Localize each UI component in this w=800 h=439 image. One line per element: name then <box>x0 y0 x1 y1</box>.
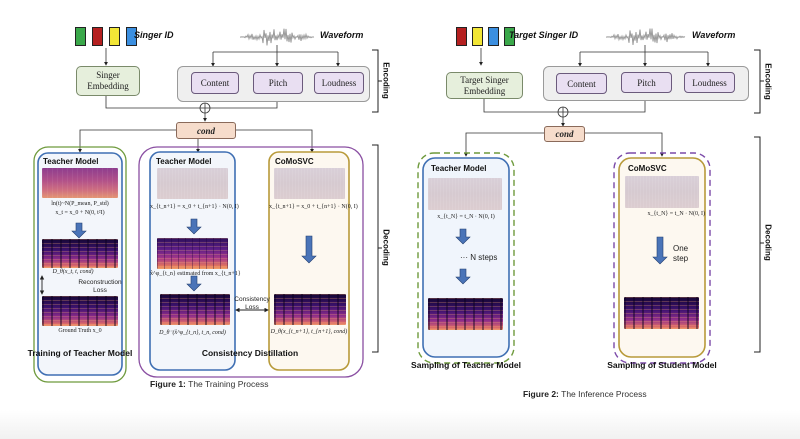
fig1-distill-teacher-formula-noise: x_{t_n+1} = x_0 + t_{n+1} · N(0, I) <box>150 204 239 210</box>
fig1-waveform-icon <box>240 28 315 46</box>
fig1-ground-truth-label: Ground Truth x_0 <box>58 328 102 334</box>
singer-id-block <box>92 27 103 46</box>
fig2-teacher-arrow-1 <box>455 228 471 245</box>
fig2-waveform-label: Waveform <box>692 30 736 40</box>
fig2-student-arrow <box>652 236 668 265</box>
fig1-student-noise <box>274 168 345 199</box>
fig2-student-sampling-group <box>613 152 711 364</box>
fig1-decoding-label: Decoding <box>381 229 391 266</box>
fig2-content-encoder: Content <box>556 73 607 94</box>
fig2-student-title: CoMoSVC <box>628 164 667 173</box>
fig1-encoding-label: Encoding <box>381 62 391 99</box>
fig1-distill-teacher-formula-estimate: x̂^φ_{t_n} estimated from x_{t_n+1} <box>150 271 241 277</box>
fig1-student-formula-output: D_θ(x_{t_n+1}, t_{n+1}, cond) <box>270 329 348 335</box>
fig2-singer-id-label: Target Singer ID <box>509 30 579 40</box>
fig2-teacher-noise <box>428 178 502 210</box>
fig2-singer-id-blocks <box>456 27 515 46</box>
fig2-decoding-label: Decoding <box>763 224 773 261</box>
fig2-student-output-spectrogram <box>624 297 699 329</box>
fig2-caption-prefix: Figure 2: <box>523 389 559 399</box>
fig1-reconstruction-loss-label: Reconstruction Loss <box>78 279 122 294</box>
fig1-caption: Figure 1: The Training Process <box>150 379 268 389</box>
fig2-caption-text: The Inference Process <box>561 389 647 399</box>
fig1-distill-teacher-arrow-1 <box>186 218 202 235</box>
fig2-teacher-sampling-group <box>417 152 515 364</box>
fig2-teacher-title: Teacher Model <box>431 164 487 173</box>
singer-id-block <box>126 27 137 46</box>
fig1-student-output-spectrogram <box>274 294 346 325</box>
fig1-teacher-training-group <box>33 146 127 383</box>
fig2-caption: Figure 2: The Inference Process <box>523 389 647 399</box>
fig1-teacher-training-caption: Training of Teacher Model <box>27 348 133 358</box>
fig1-waveform-label: Waveform <box>320 30 364 40</box>
singer-id-block <box>504 27 515 46</box>
fig1-student-down-arrow <box>301 235 317 264</box>
fig1-formula-denoise: D_θ(x_t, t, cond) <box>52 269 94 275</box>
fig1-distill-teacher-estimate-spectrogram <box>157 238 228 269</box>
fig2-teacher-arrow-2 <box>455 268 471 285</box>
fig2-teacher-output-spectrogram <box>428 298 503 330</box>
singer-id-block <box>488 27 499 46</box>
fig1-teacher-training-title: Teacher Model <box>43 157 99 166</box>
fig2-loudness-encoder: Loudness <box>684 72 735 93</box>
fig1-train-down-arrow <box>71 222 87 239</box>
fig1-consistency-loss-label: Consistency Loss <box>234 296 270 311</box>
fig1-caption-prefix: Figure 1: <box>150 379 186 389</box>
singer-id-block <box>472 27 483 46</box>
fig2-target-singer-embedding-box: Target Singer Embedding <box>446 72 523 99</box>
fig1-student-formula-noise: x_{t_n+1} = x_0 + t_{n+1} · N(0, I) <box>269 204 358 210</box>
fig2-cond-box: cond <box>544 126 585 142</box>
fig2-teacher-sampling-caption: Sampling of Teacher Model <box>411 360 521 370</box>
fig1-distillation-caption: Consistency Distillation <box>201 348 299 358</box>
fig2-student-formula: x_{t_N} = t_N · N(0, I) <box>647 211 705 217</box>
fig1-cond-box: cond <box>176 122 236 139</box>
fig1-distill-teacher-formula-output: D_θ⁻(x̂^φ_{t_n}, t_n, cond) <box>159 330 226 336</box>
fig1-content-encoder: Content <box>191 72 239 94</box>
fig1-loudness-encoder: Loudness <box>314 72 364 94</box>
fig1-distillation-group <box>138 146 364 378</box>
fig1-distill-teacher-title: Teacher Model <box>156 157 212 166</box>
fig1-formula-xt: x_t = x_0 + N(0, t²I) <box>55 210 105 216</box>
fig2-encoding-label: Encoding <box>763 63 773 100</box>
fig2-student-steps-label: One step <box>673 244 689 263</box>
fig1-distill-teacher-noise <box>157 168 228 199</box>
singer-id-block <box>456 27 467 46</box>
fig1-singer-id-label: Singer ID <box>134 30 174 40</box>
fig2-pitch-encoder: Pitch <box>621 72 672 93</box>
fig2-teacher-steps-label: ··· N steps <box>460 253 498 262</box>
fig1-distill-teacher-arrow-2 <box>186 275 202 292</box>
fig1-ground-truth-spectrogram <box>42 296 118 326</box>
fig1-pitch-encoder: Pitch <box>253 72 303 94</box>
fig1-distill-teacher-output-spectrogram <box>160 294 230 325</box>
fig1-singer-id-blocks <box>75 27 137 46</box>
fig1-singer-embedding-box: Singer Embedding <box>76 66 140 96</box>
fig1-student-title: CoMoSVC <box>275 157 314 166</box>
fig1-caption-text: The Training Process <box>188 379 269 389</box>
fig1-denoised-spectrogram <box>42 239 118 268</box>
fig2-student-sampling-caption: Sampling of Student Model <box>607 360 717 370</box>
fig2-waveform-icon <box>606 28 686 46</box>
singer-id-block <box>75 27 86 46</box>
page-bottom-shade <box>0 410 800 439</box>
fig1-formula-lnt: ln(t)~N(P_mean, P_std) <box>51 201 109 207</box>
singer-id-block <box>109 27 120 46</box>
fig2-teacher-formula: x_{t_N} = t_N · N(0, I) <box>437 214 495 220</box>
fig2-student-noise <box>625 176 699 208</box>
fig1-noisy-spectrogram <box>42 168 118 198</box>
